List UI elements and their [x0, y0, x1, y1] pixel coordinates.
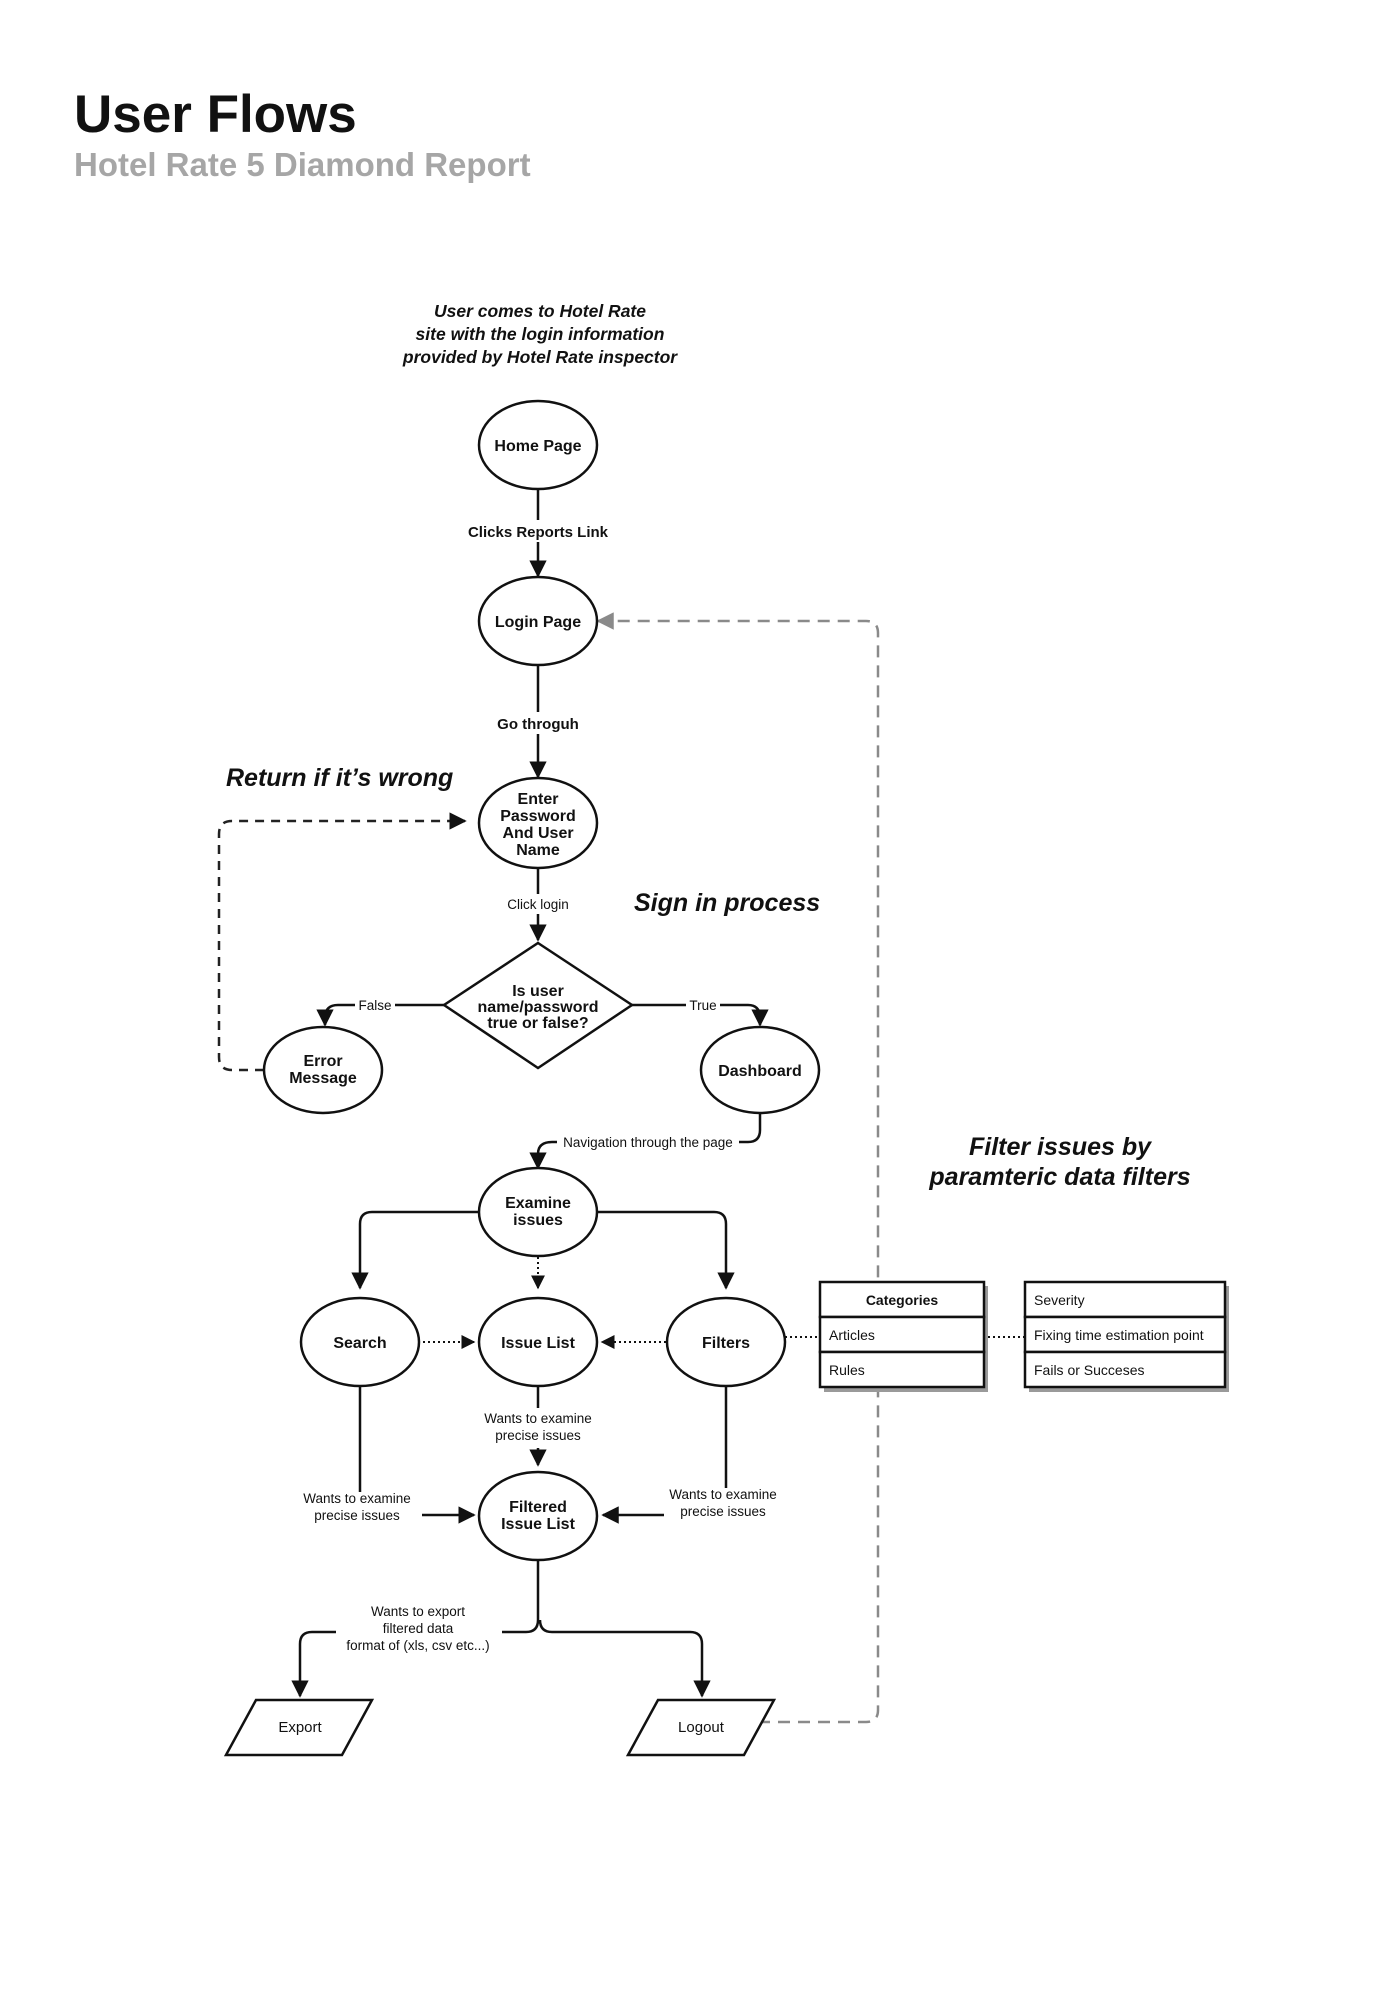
- node-home-page: Home Page: [477, 399, 599, 491]
- intro-note-line-2: site with the login information: [416, 324, 665, 344]
- node-filtered-issue-list-line-1: Filtered: [509, 1499, 567, 1516]
- edge-label-filters-examine-1: Wants to examine: [669, 1487, 777, 1502]
- node-error-message-line-1: Error: [303, 1053, 342, 1070]
- node-examine-issues-line-1: Examine: [505, 1195, 571, 1212]
- edge-label-true: True: [689, 998, 716, 1013]
- node-decision-line-1: Is user: [512, 983, 564, 1000]
- page-title: User Flows: [74, 85, 357, 144]
- edge-logout-to-login: [596, 612, 880, 1724]
- node-filters: Filters: [665, 1296, 787, 1388]
- edge-examine-to-search: [351, 1210, 480, 1290]
- node-search-label: Search: [333, 1335, 386, 1352]
- node-decision: Is user name/password true or false?: [441, 941, 635, 1070]
- node-dashboard: Dashboard: [699, 1025, 821, 1115]
- node-home-page-label: Home Page: [494, 438, 581, 455]
- edge-label-clicks-reports-link: Clicks Reports Link: [468, 524, 609, 541]
- node-login-page: Login Page: [477, 575, 599, 667]
- edge-label-navigation: Navigation through the page: [563, 1135, 733, 1150]
- node-decision-line-3: true or false?: [487, 1015, 588, 1032]
- section-filter-issues-line-1: Filter issues by: [969, 1133, 1152, 1161]
- node-issue-list-label: Issue List: [501, 1335, 575, 1352]
- edge-label-search-examine-2: precise issues: [314, 1508, 400, 1523]
- node-error-message-line-2: Message: [289, 1070, 357, 1087]
- categories-table: Categories Articles Rules: [818, 1280, 988, 1392]
- node-enter-credentials-line-3: And User: [502, 825, 573, 842]
- node-enter-credentials-line-4: Name: [516, 842, 560, 859]
- attributes-table-row-severity: Severity: [1034, 1292, 1085, 1308]
- edge-label-filters-examine-2: precise issues: [680, 1504, 766, 1519]
- categories-table-row-articles: Articles: [829, 1327, 875, 1343]
- section-filter-issues-line-2: paramteric data filters: [928, 1163, 1190, 1191]
- attributes-table-row-fixing-time: Fixing time estimation point: [1034, 1327, 1204, 1343]
- node-login-page-label: Login Page: [495, 614, 581, 631]
- node-search: Search: [299, 1296, 421, 1388]
- node-error-message: Error Message: [262, 1025, 384, 1115]
- intro-note-line-1: User comes to Hotel Rate: [434, 301, 646, 321]
- edge-error-return: [217, 812, 467, 1072]
- edge-labels: Clicks Reports Link Go throguh Click log…: [298, 520, 788, 1658]
- node-examine-issues-line-2: issues: [513, 1212, 563, 1229]
- node-export-label: Export: [278, 1719, 322, 1736]
- categories-table-header: Categories: [866, 1292, 939, 1308]
- node-examine-issues: Examine issues: [477, 1166, 599, 1258]
- attributes-table: Severity Fixing time estimation point Fa…: [1023, 1280, 1229, 1392]
- categories-table-row-rules: Rules: [829, 1362, 865, 1378]
- node-filters-label: Filters: [702, 1335, 750, 1352]
- edge-decision-false: [316, 1003, 444, 1027]
- node-enter-credentials-line-1: Enter: [518, 791, 559, 808]
- edge-label-export-2: filtered data: [383, 1621, 454, 1636]
- node-enter-credentials-line-2: Password: [500, 808, 576, 825]
- edge-examine-to-filters: [596, 1210, 735, 1290]
- node-dashboard-label: Dashboard: [718, 1063, 802, 1080]
- edge-label-issue-list-examine-2: precise issues: [495, 1428, 581, 1443]
- edge-label-issue-list-examine-1: Wants to examine: [484, 1411, 592, 1426]
- edge-label-click-login: Click login: [507, 897, 569, 912]
- edge-decision-true: [632, 1003, 769, 1027]
- intro-note-line-3: provided by Hotel Rate inspector: [402, 347, 678, 367]
- node-export: Export: [223, 1698, 375, 1757]
- node-issue-list: Issue List: [477, 1296, 599, 1388]
- edge-label-export-3: format of (xls, csv etc...): [346, 1638, 489, 1653]
- node-filtered-issue-list: Filtered Issue List: [477, 1470, 599, 1562]
- node-logout: Logout: [625, 1698, 777, 1757]
- node-decision-line-2: name/password: [478, 999, 599, 1016]
- edge-label-search-examine-1: Wants to examine: [303, 1491, 411, 1506]
- section-return-if-wrong: Return if it’s wrong: [226, 764, 453, 792]
- intro-note: User comes to Hotel Rate site with the l…: [402, 301, 678, 367]
- node-enter-credentials: Enter Password And User Name: [477, 776, 599, 870]
- section-sign-in-process: Sign in process: [634, 889, 820, 917]
- page-subtitle: Hotel Rate 5 Diamond Report: [74, 146, 531, 183]
- attributes-table-row-fails-succeses: Fails or Succeses: [1034, 1362, 1144, 1378]
- node-filtered-issue-list-line-2: Issue List: [501, 1516, 575, 1533]
- edge-label-false: False: [358, 998, 391, 1013]
- edge-label-go-through: Go throguh: [497, 716, 579, 733]
- node-logout-label: Logout: [678, 1719, 725, 1736]
- edge-label-export-1: Wants to export: [371, 1604, 465, 1619]
- edge-filtered-to-logout: [538, 1619, 711, 1698]
